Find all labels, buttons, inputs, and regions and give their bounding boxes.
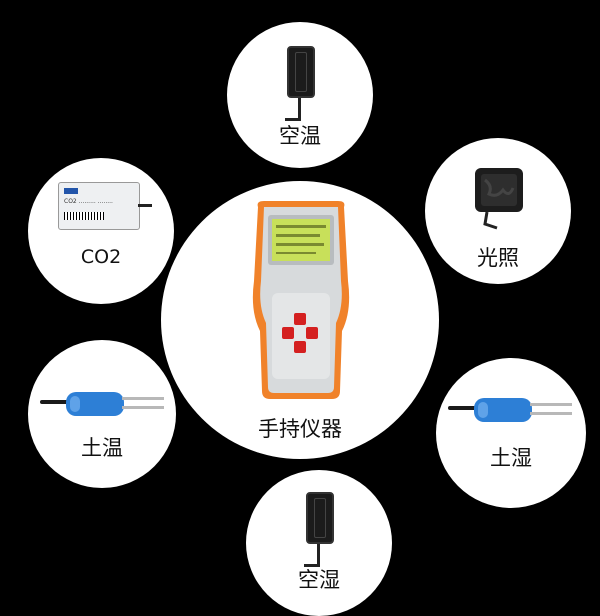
center-instrument-node: 手持仪器	[161, 181, 439, 459]
co2-label: CO2	[80, 246, 122, 268]
air-temperature-probe-icon	[277, 40, 327, 121]
soil-humidity-node: 土湿	[436, 358, 586, 508]
soil-temperature-probe-icon	[40, 388, 168, 418]
light-sensor-icon	[475, 168, 523, 230]
co2-node: CO2 ......... ........ CO2	[28, 158, 174, 304]
air-humidity-probe-icon	[296, 486, 346, 567]
light-node: 光照	[425, 138, 571, 284]
soil-temp-node: 土温	[28, 340, 176, 488]
soil-humidity-probe-icon	[448, 394, 576, 424]
air-humidity-label: 空湿	[298, 568, 340, 592]
light-label: 光照	[477, 246, 519, 270]
center-instrument-label: 手持仪器	[258, 417, 342, 441]
co2-module-text: CO2 ......... ........	[64, 198, 113, 205]
handheld-instrument-icon	[252, 201, 350, 399]
soil-humidity-label: 土湿	[490, 446, 532, 470]
air-temp-node: 空温	[227, 22, 373, 168]
co2-sensor-icon: CO2 ......... ........	[58, 182, 152, 232]
soil-temp-label: 土温	[81, 436, 123, 460]
air-humidity-node: 空湿	[246, 470, 392, 616]
air-temp-label: 空温	[279, 124, 321, 148]
